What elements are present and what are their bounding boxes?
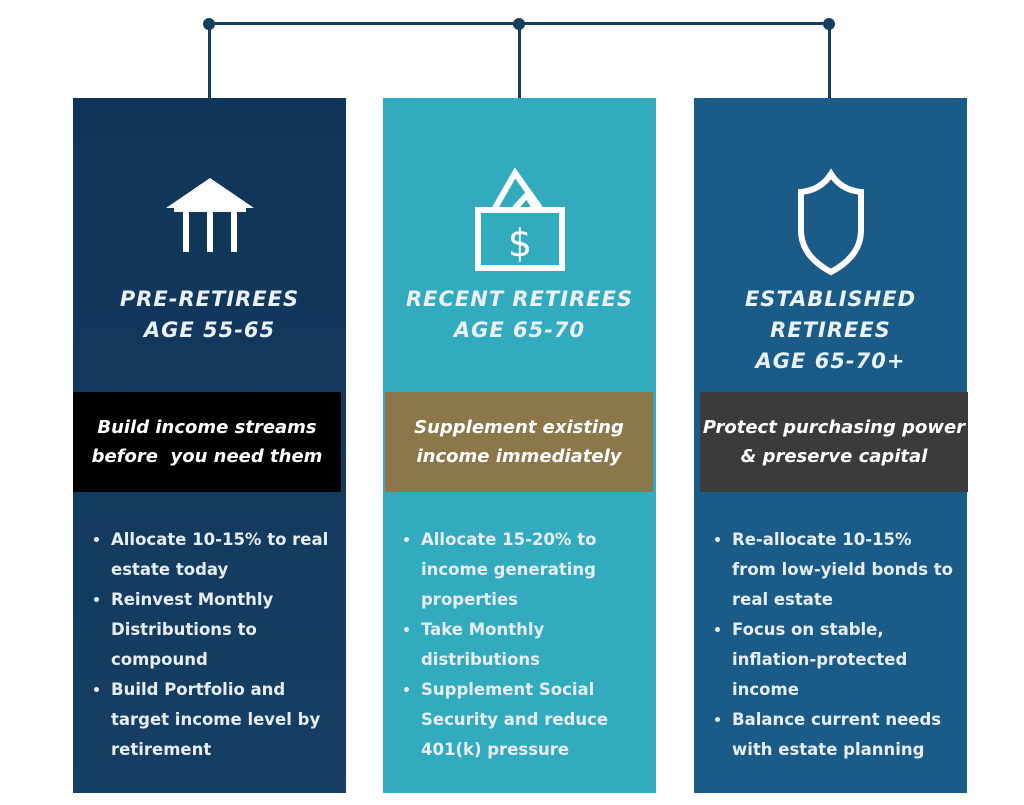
- connector-dot: [513, 18, 525, 30]
- column-recent-retirees: $ RECENT RETIREES AGE 65-70 Supplement e…: [383, 98, 656, 793]
- band-line: Build income streams: [97, 417, 317, 438]
- connector-dot: [203, 18, 215, 30]
- list-item: Balance current needs with estate planni…: [732, 705, 957, 765]
- list-item: Build Portfolio and target income level …: [111, 675, 336, 765]
- svg-text:$: $: [507, 221, 531, 265]
- list-item: Allocate 10-15% to real estate today: [111, 525, 336, 585]
- column-established-retirees: ESTABLISHED RETIREES AGE 65-70+ Protect …: [694, 98, 968, 793]
- bank-icon: [73, 168, 346, 278]
- title-age: AGE 65-70+: [755, 349, 906, 373]
- list-item: Re-allocate 10-15% from low-yield bonds …: [732, 525, 957, 615]
- bullet-list: Allocate 10-15% to real estate today Rei…: [91, 525, 336, 765]
- list-item: Focus on stable, inflation-protected inc…: [732, 615, 957, 705]
- title-line: ESTABLISHED: [744, 287, 917, 311]
- title-age: AGE 55-65: [143, 318, 276, 342]
- connector-dot: [823, 18, 835, 30]
- band-line: income immediately: [416, 446, 622, 467]
- title-line: RECENT RETIREES: [405, 287, 634, 311]
- column-title: RECENT RETIREES AGE 65-70: [383, 284, 656, 346]
- list-item: Reinvest Monthly Distributions to compou…: [111, 585, 336, 675]
- title-age: AGE 65-70: [453, 318, 586, 342]
- goal-band: Build income streams before you need them: [73, 392, 341, 492]
- connector-line-2: [518, 23, 521, 99]
- band-line: before you need them: [91, 446, 323, 467]
- money-envelope-icon: $: [383, 168, 656, 278]
- bullet-list: Re-allocate 10-15% from low-yield bonds …: [712, 525, 957, 765]
- band-line: Protect purchasing power: [702, 417, 966, 438]
- band-line: Supplement existing: [414, 417, 624, 438]
- connector-line-1: [208, 23, 211, 99]
- list-item: Supplement Social Security and reduce 40…: [421, 675, 646, 765]
- goal-band: Supplement existing income immediately: [385, 392, 653, 492]
- title-line: PRE-RETIREES: [119, 287, 300, 311]
- list-item: Allocate 15-20% to income generating pro…: [421, 525, 646, 615]
- goal-band: Protect purchasing power & preserve capit…: [700, 392, 968, 492]
- shield-icon: [694, 168, 967, 278]
- column-title: PRE-RETIREES AGE 55-65: [73, 284, 346, 346]
- column-title: ESTABLISHED RETIREES AGE 65-70+: [694, 284, 967, 377]
- connector-line-3: [828, 23, 831, 99]
- column-pre-retirees: PRE-RETIREES AGE 55-65 Build income stre…: [73, 98, 346, 793]
- list-item: Take Monthly distributions: [421, 615, 646, 675]
- title-line: RETIREES: [770, 318, 891, 342]
- bullet-list: Allocate 15-20% to income generating pro…: [401, 525, 646, 765]
- band-line: & preserve capital: [740, 446, 928, 467]
